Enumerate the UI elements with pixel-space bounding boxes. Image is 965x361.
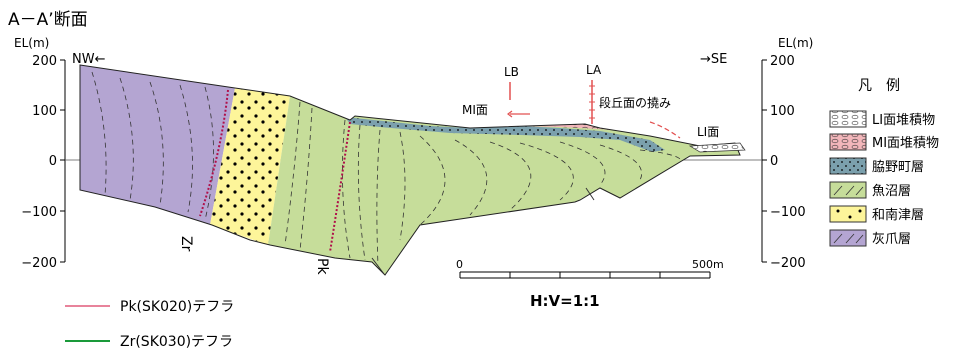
legend-title: 凡 例 xyxy=(858,78,900,94)
legend-label: 和南津層 xyxy=(872,207,924,223)
section-outline xyxy=(79,64,741,276)
scale-bar xyxy=(459,271,711,279)
zr-tephra-trace xyxy=(199,89,229,217)
y-axis-label-left: EL(m) xyxy=(14,36,49,50)
tephra-legend-zr: Zr(SK030)テフラ xyxy=(120,334,233,350)
flexure-arrowhead-left xyxy=(507,110,513,118)
y-tick-label-right: 200 xyxy=(770,54,795,69)
legend-item: 脇野町層 xyxy=(829,157,924,175)
y-tick-label-left: 0 xyxy=(49,154,57,169)
legend-label: LⅠ面堆積物 xyxy=(872,113,935,128)
legend-item: 魚沼層 xyxy=(829,181,911,199)
zr-label: Zr xyxy=(178,236,194,252)
m1-surface-label: MⅠ面 xyxy=(462,103,488,117)
legend-item: LⅠ面堆積物 xyxy=(829,110,935,128)
direction-se: →SE xyxy=(700,52,727,67)
y-tick-label-right: −100 xyxy=(770,205,806,220)
legend-label: 魚沼層 xyxy=(872,184,911,199)
legend-item: MⅠ面堆積物 xyxy=(829,133,939,151)
y-tick-label-left: −100 xyxy=(21,205,57,220)
la-label: LA xyxy=(586,63,602,77)
legend-label: MⅠ面堆積物 xyxy=(872,136,939,151)
pk-tephra-trace xyxy=(329,121,351,253)
y-tick-label-right: 100 xyxy=(770,104,795,119)
y-tick-label-right: 0 xyxy=(770,154,778,169)
la-marker xyxy=(589,80,595,124)
direction-nw: NW← xyxy=(72,52,106,67)
unit-wanazu-dots xyxy=(210,88,290,245)
unit-uonuma xyxy=(268,96,740,275)
scale-start: 0 xyxy=(456,258,463,271)
legend-item: 和南津層 xyxy=(829,205,924,223)
y-tick-label-left: −200 xyxy=(21,256,57,271)
pk-label: Pk xyxy=(314,258,330,275)
unit-l1-gravel xyxy=(690,143,745,152)
diagram-title: A－A’断面 xyxy=(8,10,88,30)
tephra-legend-pk: Pk(SK020)テフラ xyxy=(120,299,234,315)
y-tick-label-left: 100 xyxy=(32,104,57,119)
legend-label: 脇野町層 xyxy=(872,160,924,175)
scale-end: 500m xyxy=(692,258,724,271)
unit-haizume xyxy=(80,65,235,225)
y-tick-label-left: 200 xyxy=(32,54,57,69)
terrace-flexure-label: 段丘面の撓み xyxy=(599,95,671,110)
unit-wakinomachi-dots xyxy=(345,117,665,152)
bedding-haizume xyxy=(91,71,214,221)
legend-item: 灰爪層 xyxy=(829,229,911,247)
y-axis-label-right: EL(m) xyxy=(778,36,813,50)
scale-ratio: H:V=1:1 xyxy=(530,292,600,310)
y-tick-label-right: −200 xyxy=(770,256,806,271)
fault-arrow xyxy=(371,257,385,275)
l1-surface-label: LⅠ面 xyxy=(697,125,719,139)
lb-label: LB xyxy=(504,65,519,79)
legend-label: 灰爪層 xyxy=(872,232,911,247)
fault-arrow xyxy=(585,187,595,201)
flexure-arrow-right xyxy=(649,121,681,139)
